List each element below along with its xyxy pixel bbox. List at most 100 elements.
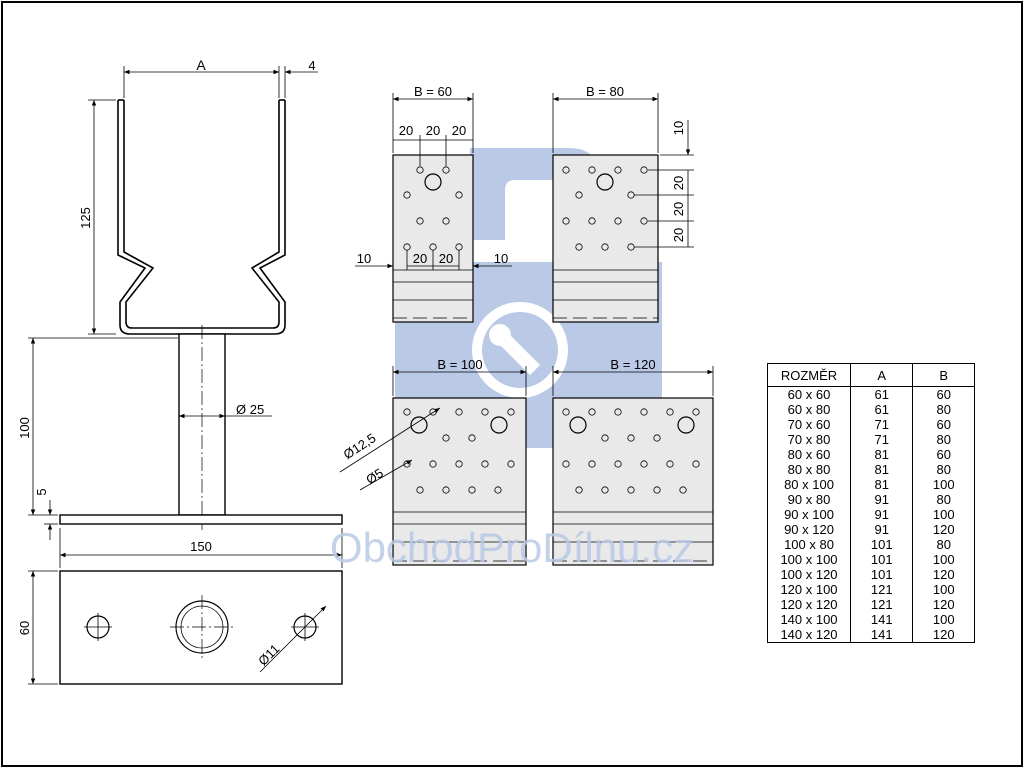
table-cell: 90 x 80	[767, 492, 851, 507]
table-cell: 70 x 60	[767, 417, 851, 432]
dim-125-label: 125	[78, 207, 93, 229]
table-cell: 61	[849, 402, 914, 417]
table-cell: 80	[912, 492, 975, 507]
table-cell: 70 x 80	[767, 432, 851, 447]
plate-b80-label: B = 80	[586, 84, 624, 99]
table-cell: 101	[849, 537, 914, 552]
dim-a-label: A	[196, 57, 206, 73]
plate-b60-d2: 20	[426, 123, 440, 138]
watermark-text: ObchodProDílnu.cz	[330, 524, 694, 571]
table-cell: 80	[912, 402, 975, 417]
table-cell: 91	[849, 507, 914, 522]
table-cell: 60 x 80	[767, 402, 851, 417]
plate-b100-dia-large: Ø12,5	[341, 430, 379, 462]
table-cell: 60 x 60	[767, 386, 851, 402]
plate-b120-label: B = 120	[610, 357, 655, 372]
plate-b80-top10: 10	[671, 121, 686, 135]
table-cell: 120 x 100	[767, 582, 851, 597]
table-cell: 91	[849, 522, 914, 537]
plate-b60-d3: 20	[452, 123, 466, 138]
table-header-cell: ROZMĚR	[767, 363, 851, 387]
table-cell: 80	[912, 432, 975, 447]
table-cell: 120	[912, 597, 975, 612]
table-cell: 80	[912, 537, 975, 552]
plate-b60-d1: 20	[399, 123, 413, 138]
table-cell: 101	[849, 567, 914, 582]
table-cell: 100	[912, 582, 975, 597]
plate-b100-label: B = 100	[437, 357, 482, 372]
plate-b80-v2: 20	[671, 202, 686, 216]
plate-b120: B = 120	[552, 357, 714, 566]
table-cell: 100 x 80	[767, 537, 851, 552]
plate-b60-b2: 20	[439, 251, 453, 266]
table-header-cell: B	[912, 363, 975, 387]
table-cell: 80 x 60	[767, 447, 851, 462]
plate-b80-v3: 20	[671, 228, 686, 242]
table-cell: 100 x 120	[767, 567, 851, 582]
table-cell: 60	[912, 417, 975, 432]
dim-100-label: 100	[17, 417, 32, 439]
table-cell: 71	[849, 432, 914, 447]
plate-b60-b1: 20	[413, 251, 427, 266]
table-cell: 81	[849, 462, 914, 477]
table-cell: 91	[849, 492, 914, 507]
table-cell: 141	[849, 627, 914, 643]
plate-b60-right10: 10	[494, 251, 508, 266]
table-cell: 120	[912, 567, 975, 582]
dim-60-label: 60	[17, 621, 32, 635]
plate-b100: B = 100 Ø12,5 Ø5	[339, 357, 527, 566]
dim-5-label: 5	[34, 488, 49, 495]
table-cell: 120	[912, 627, 975, 643]
dim-4-label: 4	[308, 58, 315, 73]
table-cell: 100 x 100	[767, 552, 851, 567]
dim-150-label: 150	[190, 539, 212, 554]
table-cell: 100	[912, 507, 975, 522]
table-cell: 100	[912, 552, 975, 567]
plate-b80: B = 80 10 20 20 20	[552, 84, 694, 323]
plate-b60-label: B = 60	[414, 84, 452, 99]
table-cell: 81	[849, 477, 914, 492]
table-cell: 81	[849, 447, 914, 462]
table-cell: 120 x 120	[767, 597, 851, 612]
table-cell: 100	[912, 612, 975, 627]
table-cell: 90 x 100	[767, 507, 851, 522]
table-cell: 80 x 80	[767, 462, 851, 477]
plate-b80-v1: 20	[671, 176, 686, 190]
table-cell: 100	[912, 477, 975, 492]
table-cell: 90 x 120	[767, 522, 851, 537]
table-cell: 120	[912, 522, 975, 537]
plate-b60: B = 60 20 20 20 10 20 20 10	[355, 84, 512, 323]
plate-b100-dia-small: Ø5	[363, 465, 386, 487]
table-cell: 60	[912, 386, 975, 402]
table-cell: 121	[849, 597, 914, 612]
table-cell: 121	[849, 582, 914, 597]
table-cell: 140 x 120	[767, 627, 851, 643]
table-cell: 80 x 100	[767, 477, 851, 492]
front-view: A 4 125 100 5 Ø 25 150	[17, 57, 343, 568]
dim-dia25-label: Ø 25	[236, 402, 264, 417]
plate-b60-left10: 10	[357, 251, 371, 266]
base-plate-view: 60 Ø11	[17, 570, 343, 685]
table-cell: 80	[912, 462, 975, 477]
